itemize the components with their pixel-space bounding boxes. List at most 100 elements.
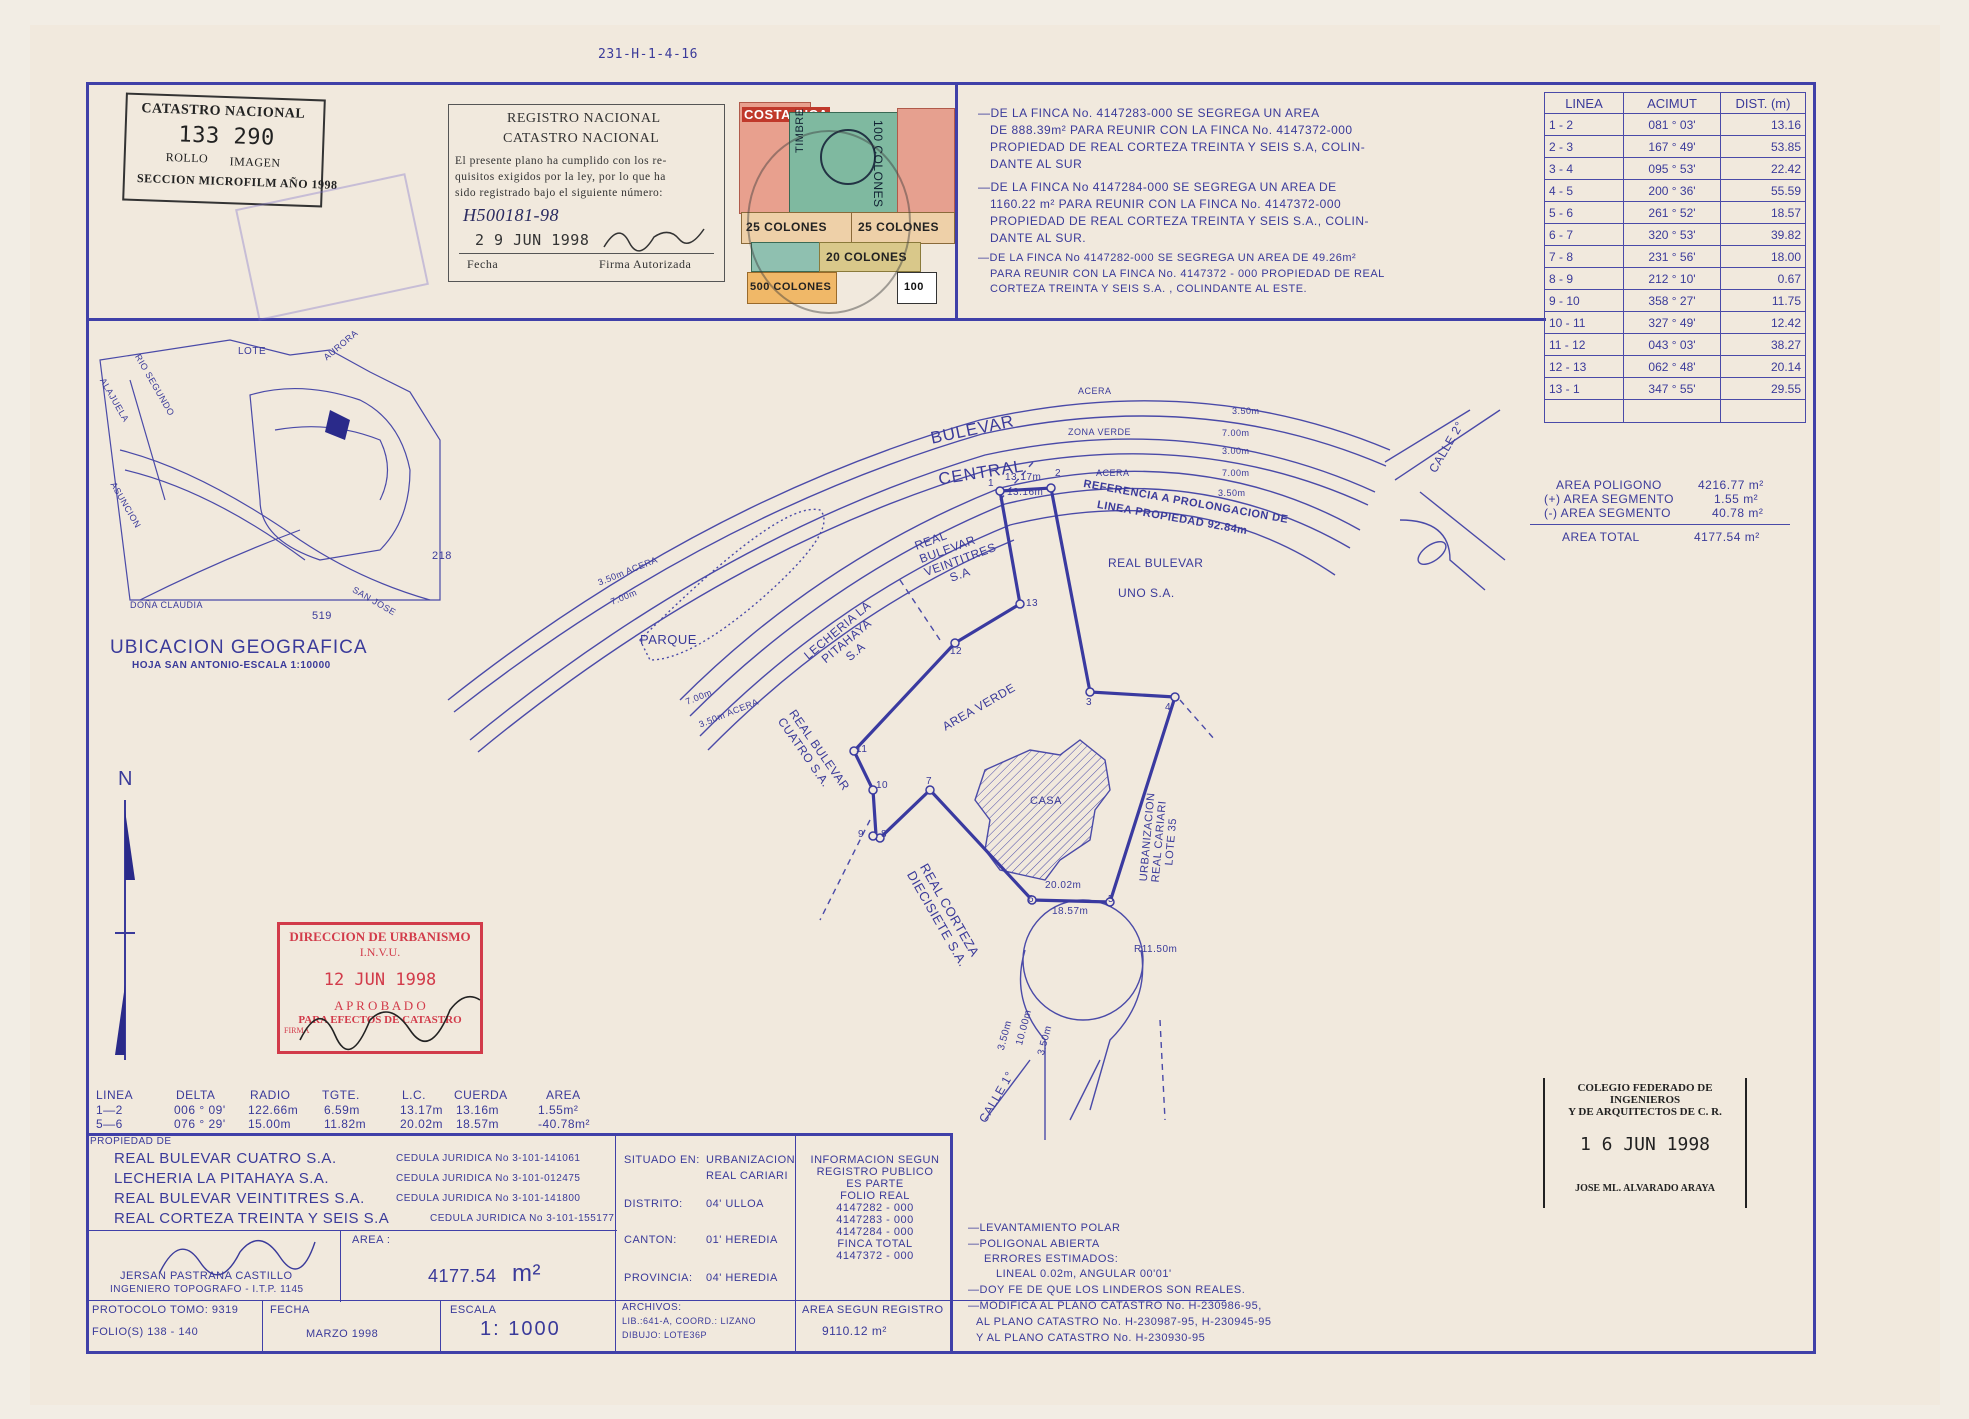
registro-info-line: FOLIO REAL bbox=[840, 1190, 910, 1202]
area-box-value: 4177.54 bbox=[428, 1266, 497, 1286]
propietario-cedula: CEDULA JURIDICA No 3-101-141800 bbox=[396, 1193, 581, 1204]
engineer-signature bbox=[159, 1240, 316, 1276]
vertex-label: 6 bbox=[1028, 894, 1035, 905]
engineer-name: JERSAN PASTRANA CASTILLO bbox=[120, 1270, 293, 1282]
finca-total-value: 4147372 - 000 bbox=[836, 1250, 914, 1262]
provincia-label: PROVINCIA: bbox=[624, 1272, 693, 1284]
curve-header: LINEA bbox=[96, 1088, 134, 1102]
vertex-label: 5 bbox=[1108, 894, 1115, 905]
note-line: DE 888.39m² PARA REUNIR CON LA FINCA No.… bbox=[990, 123, 1353, 137]
note-line: DANTE AL SUR. bbox=[990, 231, 1087, 245]
vertex-label: 3 bbox=[1086, 697, 1093, 708]
location-map-subtitle: HOJA SAN ANTONIO-ESCALA 1:10000 bbox=[132, 660, 331, 671]
registro-date: 2 9 JUN 1998 bbox=[475, 231, 590, 249]
area-seg-minus-value: 40.78 m² bbox=[1712, 506, 1764, 520]
vertex-label: 2 bbox=[1055, 468, 1062, 479]
dim-label: 13.17m bbox=[1005, 472, 1042, 483]
propietario-name: REAL BULEVAR CUATRO S.A. bbox=[114, 1150, 337, 1167]
fecha-split bbox=[262, 1300, 263, 1354]
survey-note: Y AL PLANO CATASTRO No. H-230930-95 bbox=[976, 1332, 1206, 1344]
curve-header: TGTE. bbox=[322, 1088, 360, 1102]
provincia-value: 04' HEREDIA bbox=[706, 1272, 778, 1284]
curve-cell: 11.82m bbox=[324, 1117, 367, 1131]
survey-note: —POLIGONAL ABIERTA bbox=[968, 1238, 1100, 1250]
area-box-label: AREA : bbox=[352, 1234, 391, 1246]
distrito-label: DISTRITO: bbox=[624, 1198, 683, 1210]
curve-cell: 20.02m bbox=[400, 1117, 444, 1131]
escala-value: 1: 1000 bbox=[480, 1318, 561, 1340]
col-header: LINEA bbox=[1544, 92, 1624, 114]
survey-notes: —LEVANTAMIENTO POLAR —POLIGONAL ABIERTA … bbox=[968, 1220, 1271, 1346]
curve-cell: 006 ° 09' bbox=[174, 1103, 226, 1117]
label-uno-sa: UNO S.A. bbox=[1118, 586, 1175, 600]
curve-cell: 15.00m bbox=[248, 1117, 292, 1131]
area-poligono-label: AREA POLIGONO bbox=[1556, 478, 1662, 492]
engineer-title: INGENIERO TOPOGRAFO - I.T.P. 1145 bbox=[110, 1284, 304, 1295]
situacion-split bbox=[615, 1133, 616, 1354]
curve-header: CUERDA bbox=[454, 1088, 508, 1102]
colegio-stamp: COLEGIO FEDERADO DE INGENIEROS Y DE ARQU… bbox=[1543, 1078, 1747, 1208]
survey-note: —MODIFICA AL PLANO CATASTRO No. H-230986… bbox=[968, 1300, 1262, 1312]
invu-date: 12 JUN 1998 bbox=[323, 970, 437, 990]
timbre-100c-label: 100 bbox=[904, 281, 924, 293]
curve-cell: 18.57m bbox=[456, 1117, 500, 1131]
acimut-cell: 53.85 bbox=[1720, 135, 1806, 158]
note-line: —DE LA FINCA No 4147284-000 SE SEGREGA U… bbox=[978, 180, 1337, 194]
propietario-cedula: CEDULA JURIDICA No 3-101-012475 bbox=[396, 1173, 581, 1184]
acimut-cell: 6 - 7 bbox=[1544, 223, 1624, 246]
acimut-cell: 18.00 bbox=[1720, 245, 1806, 268]
propietario-cedula: CEDULA JURIDICA No 3-101-155177 bbox=[430, 1213, 615, 1224]
timbre-100c: 100 bbox=[897, 272, 937, 304]
acimut-cell: 11.75 bbox=[1720, 289, 1806, 312]
colegio-line: JOSE ML. ALVARADO ARAYA bbox=[1575, 1183, 1715, 1194]
vertex-label: 7 bbox=[926, 776, 933, 787]
note-line: —DE LA FINCA No. 4147283-000 SE SEGREGA … bbox=[978, 106, 1320, 120]
label-real-bulevar-uno: REAL BULEVAR bbox=[1108, 556, 1204, 570]
curve-cell: 6.59m bbox=[324, 1103, 360, 1117]
area-registro-value: 9110.12 m² bbox=[822, 1324, 887, 1338]
curve-header: RADIO bbox=[250, 1088, 291, 1102]
note-line: PARA REUNIR CON LA FINCA No. 4147372 - 0… bbox=[990, 268, 1385, 280]
vertex-label: 13 bbox=[1026, 598, 1039, 609]
map-label-218: 218 bbox=[432, 550, 452, 562]
acimut-cell: 29.55 bbox=[1720, 377, 1806, 400]
dim-label: 3.00m bbox=[1222, 446, 1250, 456]
acimut-cell: 10 - 11 bbox=[1544, 311, 1624, 334]
area-summary: AREA POLIGONO 4216.77 m² (+) AREA SEGMEN… bbox=[1530, 478, 1790, 548]
acimut-cell: 9 - 10 bbox=[1544, 289, 1624, 312]
lote-marker bbox=[325, 410, 350, 440]
finca-total-label: FINCA TOTAL bbox=[837, 1238, 913, 1250]
dim-label: 20.02m bbox=[1045, 880, 1082, 891]
propietario-name: REAL CORTEZA TREINTA Y SEIS S.A bbox=[114, 1210, 390, 1227]
area-total-label: AREA TOTAL bbox=[1562, 530, 1640, 544]
propietario-cedula: CEDULA JURIDICA No 3-101-141061 bbox=[396, 1153, 581, 1164]
vertex-label: 1 bbox=[988, 478, 995, 489]
registro-signature bbox=[603, 228, 705, 252]
finca-number: 4147282 - 000 bbox=[836, 1202, 914, 1214]
situado-value: URBANIZACION bbox=[706, 1154, 796, 1166]
canton-label: CANTON: bbox=[624, 1234, 677, 1246]
survey-note: LINEAL 0.02m, ANGULAR 00'01' bbox=[996, 1268, 1172, 1280]
vertex-label: 12 bbox=[950, 646, 963, 657]
area-poligono-value: 4216.77 m² bbox=[1698, 478, 1764, 492]
ing-divider bbox=[86, 1230, 617, 1231]
note-line: —DE LA FINCA No 4147282-000 SE SEGREGA U… bbox=[978, 252, 1357, 264]
registro-nacional-stamp: REGISTRO NACIONAL CATASTRO NACIONAL El p… bbox=[448, 104, 725, 282]
area-box-unit: m² bbox=[512, 1260, 541, 1287]
registro-number: H500181-98 bbox=[463, 205, 559, 225]
bottom-split bbox=[950, 1133, 953, 1354]
vertex-label: 10 bbox=[876, 780, 889, 791]
vertex-label: 9 bbox=[858, 829, 865, 840]
dim-label: 3.50m bbox=[1218, 488, 1246, 498]
label-parque: PARQUE bbox=[640, 632, 697, 647]
escala-split bbox=[440, 1300, 441, 1354]
registro-info-line: INFORMACION SEGUN bbox=[810, 1154, 940, 1166]
protocolo-tomo: PROTOCOLO TOMO: 9319 bbox=[92, 1304, 239, 1316]
protocolo-divider bbox=[86, 1300, 1226, 1301]
